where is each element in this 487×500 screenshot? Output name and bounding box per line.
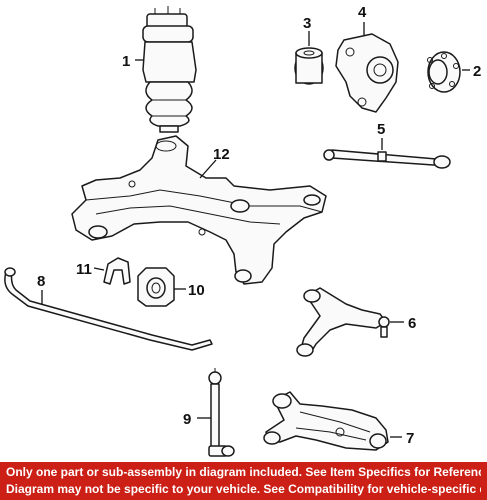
stabilizer-clamp-part[interactable] [103, 257, 131, 285]
callout-1: 1 [122, 53, 130, 70]
air-spring-part[interactable] [142, 6, 197, 133]
leader-11 [93, 267, 105, 271]
parts-diagram: 1 3 4 2 5 [4, 4, 481, 457]
bushing-part[interactable] [294, 47, 324, 85]
callout-11: 11 [76, 261, 92, 278]
hub-part[interactable] [427, 51, 461, 93]
lower-control-arm-part[interactable] [263, 391, 389, 451]
callout-7: 7 [406, 430, 414, 447]
callout-3: 3 [303, 15, 311, 32]
callout-8: 8 [37, 273, 45, 290]
callout-5: 5 [377, 121, 385, 138]
disclaimer-line-2: Diagram may not be specific to your vehi… [6, 482, 481, 496]
callout-6: 6 [408, 315, 416, 332]
stabilizer-link-part[interactable] [208, 368, 235, 457]
leader-12 [199, 159, 217, 179]
callout-4: 4 [358, 4, 367, 21]
tie-rod-part[interactable] [323, 149, 451, 169]
callout-2: 2 [473, 63, 481, 80]
upper-control-arm-part[interactable] [296, 287, 390, 357]
disclaimer-line-1: Only one part or sub-assembly in diagram… [6, 465, 481, 479]
disclaimer-banner: Only one part or sub-assembly in diagram… [0, 462, 487, 500]
knuckle-part[interactable] [335, 33, 399, 113]
stabilizer-bar-part[interactable] [4, 267, 213, 351]
callout-12: 12 [213, 146, 230, 163]
subframe-part[interactable] [71, 135, 327, 285]
callout-9: 9 [183, 411, 191, 428]
callout-10: 10 [188, 282, 205, 299]
stabilizer-bushing-part[interactable] [137, 267, 175, 307]
